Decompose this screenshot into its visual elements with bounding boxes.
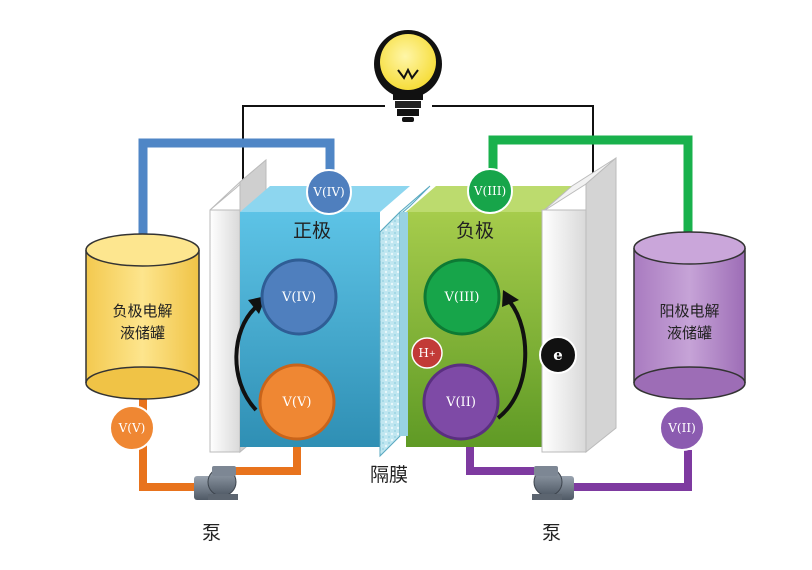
electron-circle (539, 336, 577, 374)
ion-v3-top-label: V(III) (473, 184, 507, 198)
positive-electrode-label: 正极 (293, 220, 332, 242)
light-bulb-icon (374, 30, 442, 122)
membrane-label: 隔膜 (370, 464, 409, 486)
purple-pipe-return (466, 445, 534, 475)
left-tank-label: 负极电解 液储罐 (90, 300, 195, 344)
ion-v3-cell-circle (423, 258, 501, 336)
ion-v5-tank-circle (109, 405, 155, 451)
ion-v5-cell-label: V(V) (282, 394, 312, 410)
right-tank-label-line1: 阳极电解 (659, 302, 720, 320)
left-tank-label-line1: 负极电解 (112, 302, 173, 320)
ion-v3-top-circle (467, 168, 513, 214)
anode-electrolyte-tank (633, 231, 746, 400)
ion-h-plus-label: H+ (412, 338, 442, 368)
ion-v2-cell-circle (422, 363, 500, 441)
purple-pipe (573, 450, 692, 491)
right-pump-icon (532, 466, 574, 500)
ion-v4-cell-circle (260, 258, 338, 336)
ion-v2-cell-label: V(II) (446, 394, 476, 410)
ion-v5-tank-label: V(V) (118, 421, 146, 435)
left-tank-label-line2: 液储罐 (119, 324, 165, 342)
ion-h-plus-text: H (418, 346, 429, 360)
right-tank-label-line2: 液储罐 (666, 324, 712, 342)
orange-pipe-return (235, 445, 301, 475)
ion-v3-cell-label: V(III) (444, 289, 480, 305)
right-tank-label: 阳极电解 液储罐 (637, 300, 742, 344)
ion-v5-cell-circle (258, 363, 336, 441)
orange-pipe (139, 398, 210, 491)
ion-h-plus-sup: + (428, 348, 436, 358)
left-pump-icon (194, 466, 238, 500)
blue-pipe (138, 138, 335, 250)
ion-v4-top-label: V(IV) (313, 185, 345, 199)
ion-v2-tank-label: V(II) (668, 421, 696, 435)
right-reaction-arrowhead (502, 290, 519, 307)
membrane (379, 185, 431, 458)
ion-v2-tank-circle (659, 405, 705, 451)
ion-v4-top-circle (306, 169, 352, 215)
green-pipe (488, 135, 693, 246)
electron-label: e (553, 346, 563, 364)
circuit-wire (242, 105, 594, 187)
left-reaction-arrow (234, 306, 258, 412)
negative-electrolyte-tank (85, 233, 200, 400)
left-pump-label: 泵 (202, 522, 222, 544)
ion-v4-cell-label: V(IV) (281, 289, 317, 305)
ion-h-plus-circle (411, 337, 443, 369)
right-reaction-arrow (496, 300, 528, 420)
right-electrode-plate (541, 156, 617, 454)
negative-electrode-label: 负极 (456, 220, 495, 242)
right-pump-label: 泵 (542, 522, 562, 544)
